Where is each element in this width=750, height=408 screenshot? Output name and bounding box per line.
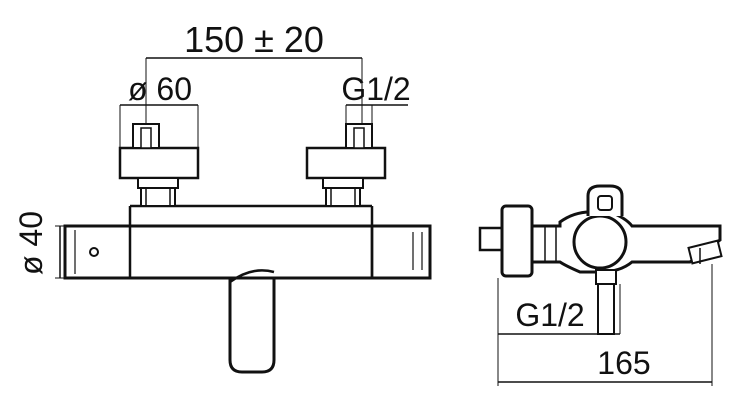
outlet-nozzle — [687, 239, 723, 265]
dim-total-depth-label: 165 — [597, 345, 650, 381]
dimension-body-diameter: ø 40 — [13, 211, 65, 279]
dim-outlet-thread-label: G1/2 — [515, 297, 584, 333]
hose-outlet — [595, 269, 617, 285]
dimension-outlet-thread: G1/2 — [497, 278, 621, 386]
dim-body-diameter-label: ø 40 — [13, 211, 49, 275]
dimension-inlet-thread: G1/2 — [341, 71, 411, 124]
dim-handle-diameter-label: ø 60 — [128, 71, 192, 107]
side-view: G1/2 165 — [478, 184, 723, 386]
dimension-total-depth: 165 — [498, 264, 713, 386]
wall-flange — [500, 204, 534, 278]
wall-eccentric — [478, 226, 504, 252]
dim-centers-label: 150 ± 20 — [184, 19, 324, 60]
right-inlet-connector — [305, 123, 387, 207]
spout — [228, 276, 276, 374]
front-view: 150 ± 20 ø 60 G1/2 ø 40 — [13, 19, 432, 374]
valve-body — [63, 204, 432, 280]
left-inlet-connector — [118, 123, 200, 207]
dim-inlet-thread-label: G1/2 — [341, 71, 410, 107]
dimension-centers: 150 ± 20 — [145, 19, 363, 124]
temperature-dial-marker — [89, 247, 99, 257]
dimension-handle-diameter: ø 60 — [119, 71, 199, 148]
